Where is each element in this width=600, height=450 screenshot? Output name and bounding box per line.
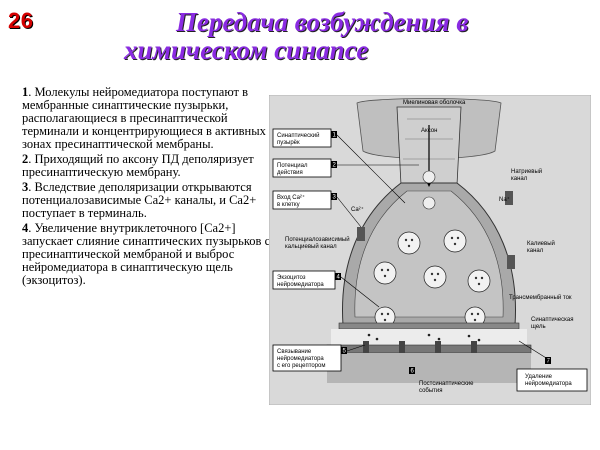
svg-text:3: 3 [333,195,337,201]
calcium-channel [357,227,365,241]
terminal-cytoplasm [354,190,504,318]
svg-text:2: 2 [333,163,337,169]
myelin-label: Миелиновая оболочка [403,100,466,106]
potassium-channel [507,255,515,269]
receptors [363,341,477,357]
svg-text:1: 1 [333,133,337,139]
sodium-ion-label: Na⁺ [499,196,510,203]
slide-number: 26 [8,8,34,33]
step-2: 2. Приходящий по аксону ПД деполяризует … [22,153,272,179]
step-3: 3. Вследствие деполяризации открываются … [22,181,272,220]
step-number: 1 [22,85,29,99]
step-number: 4 [22,221,29,235]
step-text: . Приходящий по аксону ПД деполяризует п… [22,152,254,179]
step-4: 4. Увеличение внутриклеточного [Ca2+] за… [22,222,272,287]
svg-text:Вход Ca²⁺в клетку: Вход Ca²⁺в клетку [277,194,305,208]
step-text: . Увеличение внутриклеточного [Ca2+] зап… [22,221,271,287]
presynaptic-membrane [338,322,520,330]
svg-text:7: 7 [547,359,551,365]
synaptic-vesicles [373,229,491,328]
step-number: 2 [22,152,29,166]
svg-text:5: 5 [343,349,347,355]
step-badges: 1 2 3 4 5 6 7 [331,131,551,375]
steps-list: 1. Молекулы нейромедиатора поступают в м… [22,86,272,289]
step-number: 3 [22,180,29,194]
sodium-channel [505,191,513,205]
postsynaptic-cell [327,353,531,383]
step-text: . Молекулы нейромедиатора поступают в ме… [22,85,266,151]
calcium-ion-label: Ca²⁺ [351,206,364,213]
axon-label: Аксон [421,128,437,134]
postsynaptic-membrane [326,344,532,354]
transmembrane-current-label: Трансмембранный ток [509,294,572,301]
vesicle-entering [422,170,436,184]
svg-text:4: 4 [337,275,341,281]
vesicle-entering [422,196,436,210]
svg-text:6: 6 [411,369,415,375]
synaptic-cleft [331,329,527,345]
box-calcium-entry: Вход Ca²⁺в клетку [272,190,332,210]
title-line-1: Передача возбуждения в [176,7,469,37]
leader-lines [336,134,552,362]
step-text: . Вследствие деполяризации открываются п… [22,180,257,220]
title-line-2: химическом синапсе [124,35,369,65]
step-1: 1. Молекулы нейромедиатора поступают в м… [22,86,272,151]
